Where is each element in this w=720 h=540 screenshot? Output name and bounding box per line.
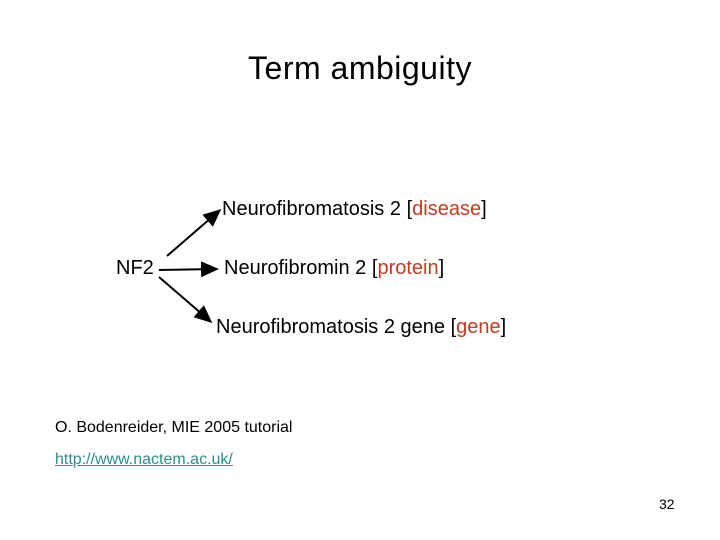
term-type-group: [protein] xyxy=(372,257,444,279)
open-bracket: [ xyxy=(450,316,457,338)
term-type: protein xyxy=(377,257,439,279)
arrow-to-protein-icon xyxy=(158,261,219,278)
close-bracket: ] xyxy=(500,316,507,338)
slide-title: Term ambiguity xyxy=(248,50,472,86)
arrow-to-disease-icon xyxy=(166,209,222,257)
credit-line: O. Bodenreider, MIE 2005 tutorial xyxy=(55,419,293,436)
open-bracket: [ xyxy=(371,257,378,279)
term-type: disease xyxy=(412,198,482,220)
term-item-protein: Neurofibromin 2[protein] xyxy=(224,258,444,279)
close-bracket: ] xyxy=(481,198,487,220)
term-type-group: [gene] xyxy=(451,316,507,338)
term-name: Neurofibromatosis 2 xyxy=(222,198,401,220)
term-type-group: [disease] xyxy=(407,198,487,220)
page-number: 32 xyxy=(659,496,675,512)
arrow-to-gene-icon xyxy=(158,276,213,323)
term-type: gene xyxy=(456,316,501,338)
term-item-gene: Neurofibromatosis 2 gene[gene] xyxy=(216,317,506,338)
close-bracket: ] xyxy=(438,257,445,279)
source-term-nf2: NF2 xyxy=(116,257,154,279)
term-name: Neurofibromin 2 xyxy=(224,257,367,279)
term-name: Neurofibromatosis 2 gene xyxy=(216,316,446,338)
footer-link[interactable]: http://www.nactem.ac.uk/ xyxy=(55,451,233,468)
term-item-disease: Neurofibromatosis 2[disease] xyxy=(222,199,487,220)
open-bracket: [ xyxy=(406,198,413,220)
